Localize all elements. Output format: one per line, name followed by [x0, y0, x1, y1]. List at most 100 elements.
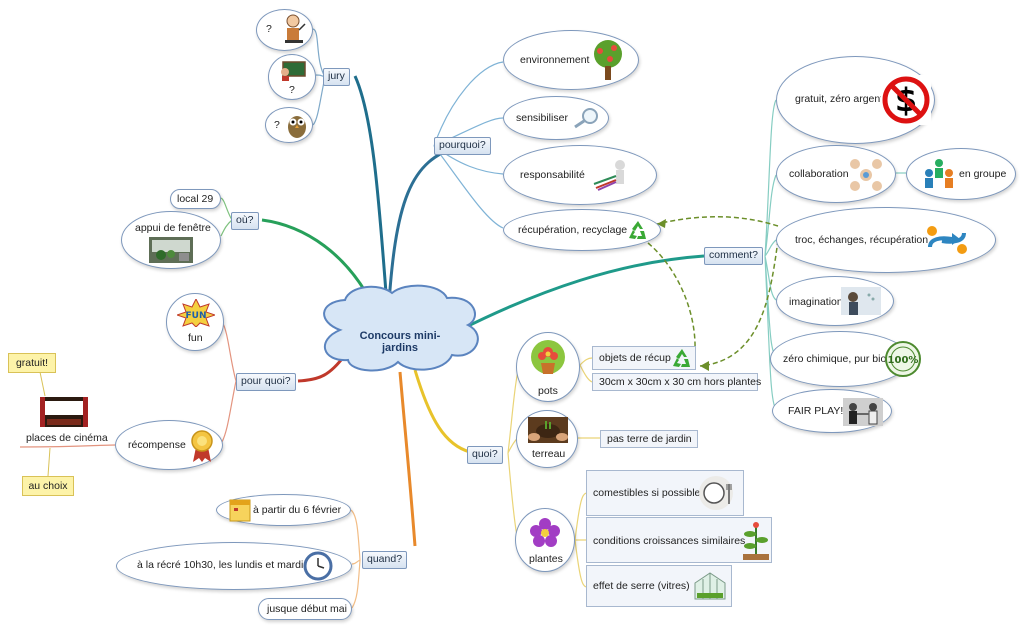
- plants-detail-conditions[interactable]: conditions croissances similaires: [586, 517, 772, 563]
- jury-member-1[interactable]: ?: [256, 9, 313, 51]
- method-fair-play[interactable]: FAIR PLAY!!: [772, 389, 892, 433]
- reason-responsibility[interactable]: responsabilité: [503, 145, 657, 205]
- flower-icon: [530, 518, 560, 547]
- reason-environment[interactable]: environnement: [503, 30, 639, 90]
- plants-detail-edible-label: comestibles si possible: [593, 487, 701, 499]
- jury-member-label: ?: [266, 23, 272, 35]
- place-window[interactable]: appui de fenêtre: [121, 211, 221, 269]
- method-free[interactable]: gratuit, zéro argent $: [776, 56, 935, 144]
- recycle-icon: [673, 349, 690, 367]
- place-window-label: appui de fenêtre: [135, 222, 211, 234]
- method-group-label: en groupe: [959, 168, 1007, 180]
- method-imagination-label: imagination: [789, 296, 843, 308]
- plants-detail-greenhouse-label: effet de serre (vitres): [593, 580, 690, 592]
- magnifier-icon: [574, 108, 598, 129]
- branch-label-pour-quoi[interactable]: pour quoi?: [236, 373, 296, 391]
- medal-icon: [191, 430, 213, 462]
- reason-responsibility-label: responsabilité: [520, 169, 585, 181]
- reason-recycling-label: récupération, recyclage: [518, 224, 628, 236]
- jury-member-label: ?: [274, 119, 280, 131]
- date-start[interactable]: à partir du 6 février: [216, 494, 351, 526]
- item-plants[interactable]: plantes: [515, 508, 575, 572]
- method-collaboration[interactable]: collaboration: [776, 145, 896, 203]
- pots-detail-size[interactable]: 30cm x 30cm x 30 cm hors plantes: [592, 373, 762, 391]
- reward-prize[interactable]: récompense: [115, 420, 223, 470]
- item-soil[interactable]: terreau: [516, 410, 578, 468]
- calendar-icon: [229, 499, 251, 522]
- clock-icon: [303, 551, 333, 581]
- item-plants-label: plantes: [529, 553, 563, 565]
- note-choice: au choix: [22, 476, 74, 496]
- method-group[interactable]: en groupe: [906, 148, 1016, 200]
- jury-member-label: ?: [289, 84, 295, 96]
- date-time[interactable]: à la récré 10h30, les lundis et mardis: [116, 542, 352, 590]
- reward-fun[interactable]: FUN fun: [166, 293, 224, 351]
- method-trade[interactable]: troc, échanges, récupération: [776, 207, 996, 273]
- reason-awareness-label: sensibiliser: [516, 112, 568, 124]
- plants-detail-greenhouse[interactable]: effet de serre (vitres): [586, 565, 732, 607]
- fun-logo-icon: FUN: [177, 299, 215, 327]
- reward-prize-label: récompense: [128, 439, 186, 451]
- method-free-label: gratuit, zéro argent: [795, 93, 884, 105]
- pots-detail-recup[interactable]: objets de récup: [592, 346, 696, 370]
- date-end[interactable]: jusque début mai: [258, 598, 352, 620]
- branch-label-quand[interactable]: quand?: [362, 551, 408, 569]
- pots-detail-recup-label: objets de récup: [599, 352, 671, 364]
- soil-hands-icon: [528, 417, 568, 443]
- pots-detail-size-label: 30cm x 30cm x 30 cm hors plantes: [599, 376, 762, 388]
- item-pots-label: pots: [538, 385, 558, 397]
- handshake-photo-icon: [843, 398, 883, 426]
- branch-label-quoi[interactable]: quoi?: [467, 446, 503, 464]
- branch-label-ou[interactable]: où?: [231, 212, 259, 230]
- recycle-icon: [629, 221, 646, 239]
- reason-environment-label: environnement: [520, 54, 590, 66]
- soil-detail[interactable]: pas terre de jardin: [600, 430, 698, 448]
- branch-label-comment[interactable]: comment?: [704, 247, 764, 265]
- place-local[interactable]: local 29: [170, 189, 221, 209]
- greenhouse-icon: [694, 572, 726, 600]
- item-soil-label: terreau: [532, 448, 566, 460]
- reason-awareness[interactable]: sensibiliser: [503, 96, 609, 140]
- date-start-label: à partir du 6 février: [253, 504, 342, 516]
- method-trade-label: troc, échanges, récupération: [795, 234, 929, 246]
- branch-label-pourquoi[interactable]: pourquoi?: [434, 137, 491, 155]
- exchange-icon: [927, 226, 967, 254]
- branch-label-jury[interactable]: jury: [323, 68, 350, 86]
- date-end-label: jusque début mai: [267, 603, 347, 615]
- blackboard-icon: [281, 61, 306, 81]
- no-money-icon: $: [881, 75, 931, 125]
- method-collaboration-label: collaboration: [789, 168, 849, 180]
- central-topic[interactable]: Concours mini-jardins: [359, 330, 441, 354]
- growing-plant-icon: [743, 522, 769, 560]
- group-icon: [925, 159, 953, 188]
- item-pots[interactable]: pots: [516, 332, 580, 402]
- fun-logo-text: FUN: [186, 311, 207, 321]
- owl-icon: [288, 116, 306, 138]
- hands-icon: [850, 159, 882, 191]
- flower-pot-icon: [531, 340, 565, 374]
- jury-member-2[interactable]: ?: [268, 54, 316, 100]
- jury-member-3[interactable]: ?: [265, 107, 313, 143]
- responsibility-icon: [593, 160, 625, 191]
- organic-badge-text: 100%: [888, 355, 919, 366]
- cinema-icon: [40, 397, 88, 427]
- cinema-tickets-label: places de cinéma: [26, 432, 108, 444]
- soil-detail-label: pas terre de jardin: [607, 433, 692, 445]
- teacher-icon: [285, 14, 306, 43]
- reason-recycling[interactable]: récupération, recyclage: [503, 209, 661, 251]
- plants-detail-edible[interactable]: comestibles si possible: [586, 470, 744, 516]
- tree-icon: [594, 40, 622, 80]
- method-organic[interactable]: zéro chimique, pur bio 100%: [770, 331, 921, 387]
- method-imagination[interactable]: imagination: [776, 276, 894, 326]
- date-time-label: à la récré 10h30, les lundis et mardis: [137, 559, 309, 571]
- method-organic-label: zéro chimique, pur bio: [783, 353, 887, 365]
- plate-icon: [699, 476, 733, 510]
- thinking-person-icon: [841, 287, 881, 315]
- plants-detail-conditions-label: conditions croissances similaires: [593, 535, 746, 547]
- place-local-label: local 29: [177, 193, 214, 205]
- organic-badge-icon: 100%: [885, 341, 921, 377]
- reward-fun-label: fun: [188, 332, 203, 344]
- window-plant-photo-icon: [149, 237, 193, 263]
